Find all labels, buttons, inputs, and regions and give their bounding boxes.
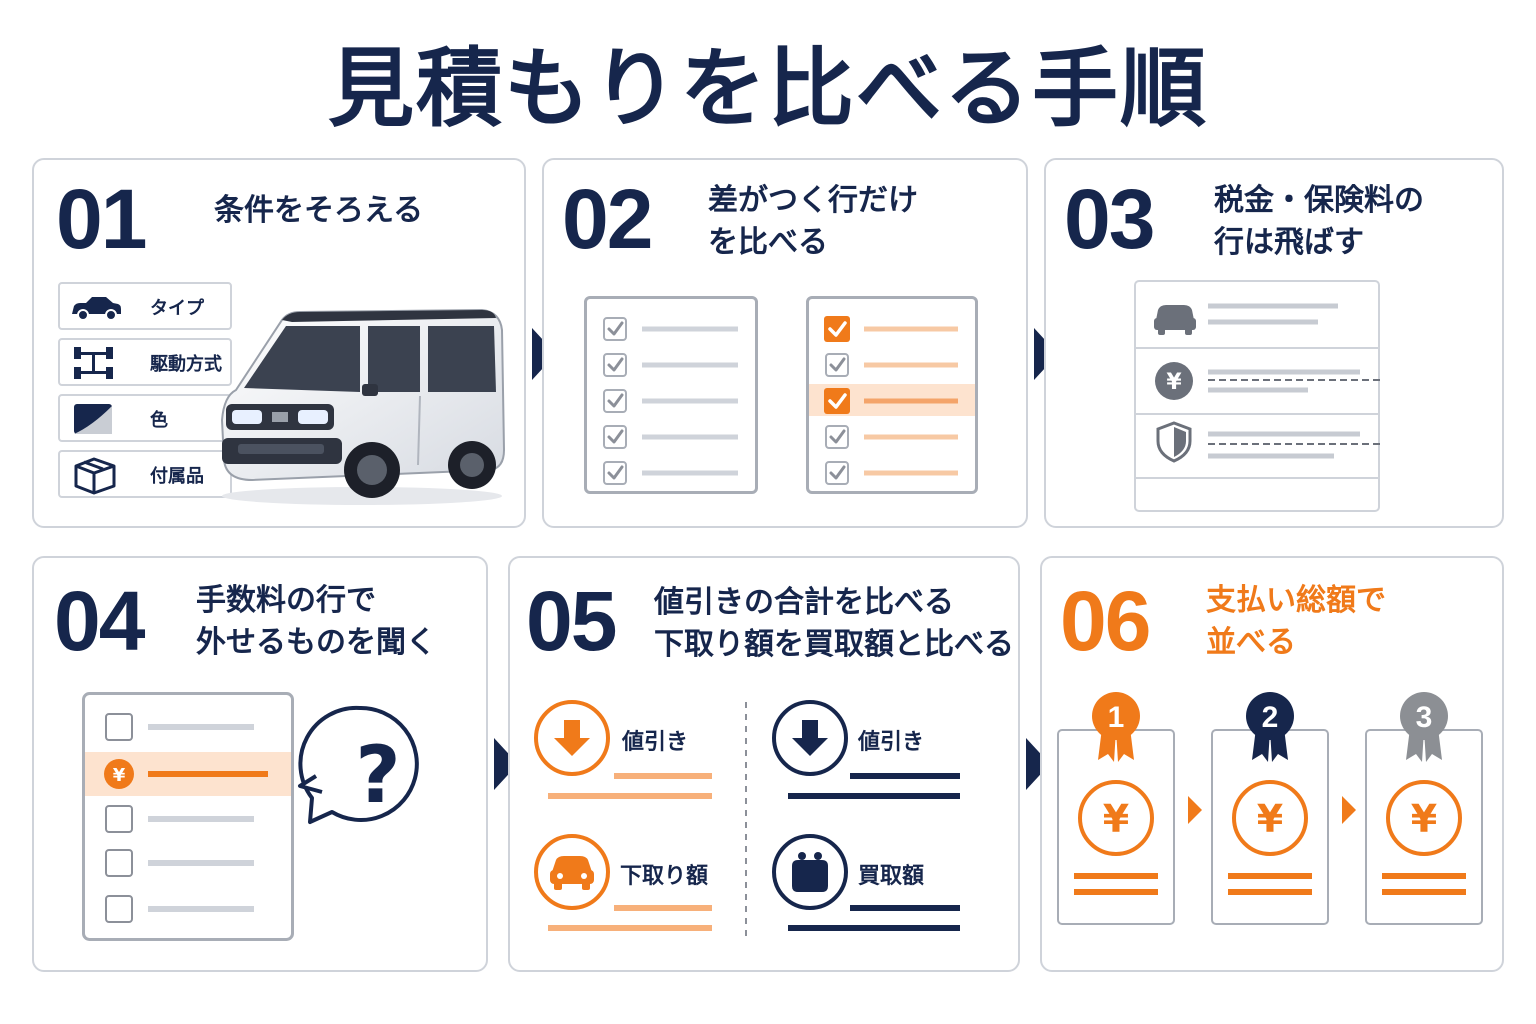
- drivetrain-icon: [74, 347, 113, 379]
- option-drivetrain-label: 駆動方式: [150, 354, 222, 375]
- main-title: 見積もりを比べる手順: [328, 39, 1208, 139]
- step-01-number: 01: [56, 172, 147, 266]
- step-04-card: 04 手数料の行で 外せるものを聞く ¥ ?: [32, 556, 488, 972]
- discount-label-right: 値引き: [858, 730, 925, 755]
- step-05-heading: 値引きの合計を比べる 下取り額を買取額と比べる: [654, 585, 1014, 662]
- yen-coin-icon: [104, 759, 134, 789]
- svg-text:3: 3: [1416, 701, 1433, 734]
- step-03-heading: 税金・保険料の 行は飛ばす: [1214, 183, 1424, 260]
- package-box-icon: [74, 457, 116, 495]
- svg-text:1: 1: [1108, 701, 1125, 734]
- paint-color-icon: [74, 404, 112, 434]
- svg-text:¥: ¥: [1166, 370, 1182, 395]
- flow-arrow-4-5: [494, 738, 518, 790]
- step-05-card: 05 値引きの合計を比べる 下取り額を買取額と比べる 値引き 値引き: [508, 556, 1020, 972]
- svg-text:2: 2: [1262, 701, 1279, 734]
- trade-in-label: 下取り額: [620, 864, 709, 889]
- svg-text:¥: ¥: [1257, 797, 1283, 841]
- cost-list-panel: ¥: [1134, 280, 1380, 512]
- step-02-number: 02: [562, 172, 653, 266]
- step-04-number: 04: [54, 574, 145, 668]
- step-06-heading: 支払い総額で 並べる: [1206, 583, 1386, 660]
- svg-text:¥: ¥: [1411, 797, 1437, 841]
- step-06-card: 06 支払い総額で 並べる 1 ¥ 2 ¥ 3 ¥: [1040, 556, 1504, 972]
- step-02-heading: 差がつく行だけ を比べる: [708, 183, 918, 260]
- option-type: タイプ: [58, 282, 232, 330]
- option-color-label: 色: [150, 410, 168, 431]
- step-01-card: 01 条件をそろえる タイプ 駆動方式 色: [32, 158, 526, 528]
- checklist-gray: [603, 317, 738, 485]
- yen-coin-icon: [1155, 362, 1193, 400]
- option-accessories-label: 付属品: [150, 466, 204, 487]
- checklist-highlighted: [809, 316, 975, 485]
- svg-text:¥: ¥: [1103, 797, 1129, 841]
- option-color: 色: [58, 394, 232, 442]
- step-04-heading: 手数料の行で 外せるものを聞く: [196, 583, 436, 660]
- rank-2-medal-icon: [1246, 692, 1294, 740]
- option-type-label: タイプ: [150, 298, 204, 319]
- checklist-panel-all: [584, 296, 758, 494]
- flow-arrow-5-6: [1026, 738, 1050, 790]
- ranking-graphic: 1 ¥ 2 ¥ 3 ¥: [1057, 692, 1483, 925]
- white-kei-car-image: [220, 308, 506, 505]
- step-01-heading: 条件をそろえる: [214, 193, 424, 228]
- car-icon: [1154, 305, 1196, 335]
- discount-label-left: 値引き: [622, 730, 689, 755]
- question-bubble-icon: ?: [298, 705, 419, 824]
- step-03-card: 03 税金・保険料の 行は飛ばす ¥: [1044, 158, 1504, 528]
- step-06-number: 06: [1060, 574, 1151, 668]
- discount-compare-graphic: [534, 700, 960, 940]
- checklist-panel-diff: [806, 296, 978, 494]
- buyback-label: 買取額: [858, 864, 925, 889]
- svg-text:?: ?: [355, 731, 400, 821]
- rank-1-medal-icon: [1092, 692, 1140, 740]
- option-drivetrain: 駆動方式: [58, 338, 232, 386]
- fee-checklist: ¥: [82, 692, 294, 941]
- option-accessories: 付属品: [58, 450, 232, 498]
- svg-text:¥: ¥: [113, 765, 126, 786]
- step-03-number: 03: [1064, 172, 1155, 266]
- car-icon: [72, 297, 121, 321]
- step-05-number: 05: [526, 574, 617, 668]
- step-02-card: 02 差がつく行だけ を比べる: [542, 158, 1028, 528]
- rank-3-medal-icon: [1400, 692, 1448, 740]
